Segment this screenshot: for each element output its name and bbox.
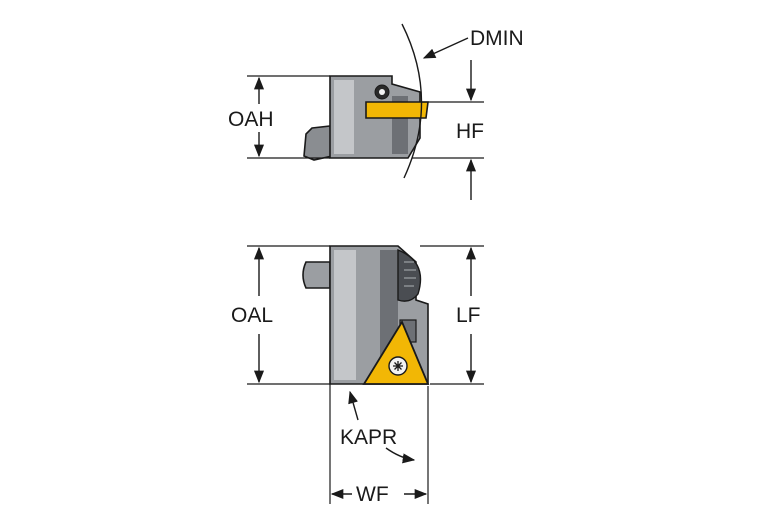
hf-label: HF <box>456 120 484 143</box>
side-coupling <box>397 248 422 302</box>
oah-label: OAH <box>228 108 274 131</box>
kapr-arrow-upper <box>348 390 359 421</box>
top-clamp-stub <box>303 125 333 161</box>
side-body-highlight <box>334 250 356 380</box>
side-insert <box>362 320 430 385</box>
dmin-label: DMIN <box>470 27 524 50</box>
dmin-leader <box>422 37 469 59</box>
top-body-highlight <box>334 80 354 154</box>
side-body-bevel <box>380 250 398 360</box>
side-view: OAL LF KAPR WF <box>231 245 484 506</box>
top-insert <box>365 101 429 119</box>
oal-label: OAL <box>231 304 273 327</box>
dmin-arc <box>401 23 423 179</box>
wf-label: WF <box>356 483 389 506</box>
side-shank-stub <box>302 261 331 289</box>
kapr-label: KAPR <box>340 426 397 449</box>
kapr-arrow-lower <box>385 447 416 464</box>
top-view: DMIN OAH HF <box>228 23 524 200</box>
lf-label: LF <box>456 304 481 327</box>
